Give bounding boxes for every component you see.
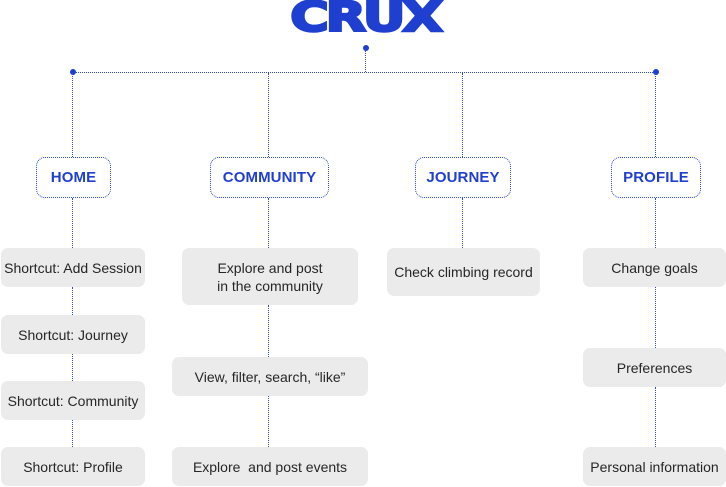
profile-item-preferences[interactable]: Preferences <box>583 348 726 387</box>
home-item-label: Shortcut: Journey <box>18 326 128 343</box>
root-connector <box>365 50 366 72</box>
home-connector-4 <box>72 420 73 447</box>
category-community[interactable]: COMMUNITY <box>210 157 329 198</box>
category-community-label: COMMUNITY <box>222 169 317 186</box>
home-item-label: Shortcut: Profile <box>23 458 123 475</box>
home-connector-2 <box>72 287 73 315</box>
category-journey[interactable]: JOURNEY <box>415 157 511 198</box>
community-connector-3 <box>268 396 269 447</box>
category-home-label: HOME <box>50 169 97 186</box>
profile-item-label: Personal information <box>590 458 719 475</box>
community-item-view-filter[interactable]: View, filter, search, “like” <box>172 357 368 396</box>
connector-journey <box>462 73 463 157</box>
home-item-journey[interactable]: Shortcut: Journey <box>1 315 145 354</box>
home-item-label: Shortcut: Add Session <box>4 259 142 276</box>
journey-item-climbing-record[interactable]: Check climbing record <box>387 248 540 296</box>
home-item-label: Shortcut: Community <box>7 392 139 409</box>
root-node-dot <box>363 45 369 51</box>
community-connector-2 <box>268 305 269 357</box>
branch-bar <box>73 72 657 73</box>
home-item-profile[interactable]: Shortcut: Profile <box>1 447 145 486</box>
community-item-label: Explore and post events <box>192 458 348 475</box>
profile-connector-1 <box>655 198 656 248</box>
profile-connector-2 <box>655 287 656 348</box>
category-profile-label: PROFILE <box>623 169 689 186</box>
profile-item-label: Change goals <box>611 259 698 276</box>
category-profile[interactable]: PROFILE <box>611 157 701 198</box>
profile-item-personal-info[interactable]: Personal information <box>583 447 726 486</box>
crux-logo: CRUX <box>289 0 445 41</box>
community-item-events[interactable]: Explore and post events <box>172 447 368 486</box>
home-connector-3 <box>72 354 73 381</box>
category-home[interactable]: HOME <box>36 157 111 198</box>
home-item-add-session[interactable]: Shortcut: Add Session <box>1 248 145 287</box>
community-item-label: View, filter, search, “like” <box>194 368 346 385</box>
community-item-explore-post[interactable]: Explore and post in the community <box>182 248 358 305</box>
home-item-community[interactable]: Shortcut: Community <box>1 381 145 420</box>
connector-community <box>268 73 269 157</box>
connector-profile <box>655 73 656 157</box>
profile-connector-3 <box>655 387 656 447</box>
community-connector-1 <box>268 198 269 248</box>
branch-bar-right-dot <box>653 69 659 75</box>
profile-item-change-goals[interactable]: Change goals <box>583 248 726 287</box>
branch-bar-left-dot <box>70 69 76 75</box>
profile-item-label: Preferences <box>616 359 693 376</box>
home-connector-1 <box>72 198 73 248</box>
category-journey-label: JOURNEY <box>426 169 500 186</box>
connector-home <box>72 73 73 157</box>
journey-connector-1 <box>462 198 463 248</box>
journey-item-label: Check climbing record <box>394 264 533 280</box>
community-item-label: Explore and post in the community <box>217 259 323 294</box>
